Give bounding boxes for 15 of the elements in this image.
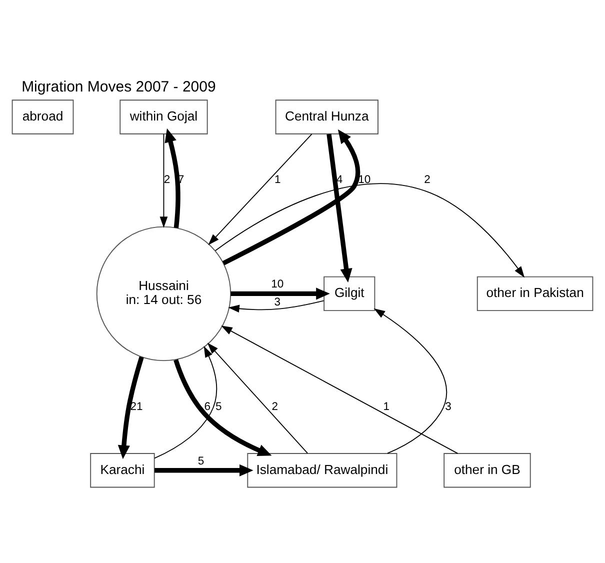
- diagram-title: Migration Moves 2007 - 2009: [22, 78, 216, 96]
- edge-label: 1: [383, 400, 390, 413]
- edge-label: 2: [272, 400, 278, 413]
- edge-label: 2: [424, 174, 430, 186]
- edge-label: 10: [271, 278, 284, 291]
- edge-label: 4: [336, 174, 343, 186]
- edge-label: 3: [445, 400, 452, 413]
- edge-label: 5: [198, 455, 204, 468]
- edge-label: 5: [215, 400, 222, 413]
- edge-label: 2: [164, 174, 170, 186]
- edge-label: 3: [274, 296, 281, 309]
- edge-label: 10: [358, 174, 371, 186]
- edge-label: 1: [274, 174, 281, 186]
- edge-label: 6: [204, 400, 210, 413]
- edge-label: 21: [130, 400, 143, 413]
